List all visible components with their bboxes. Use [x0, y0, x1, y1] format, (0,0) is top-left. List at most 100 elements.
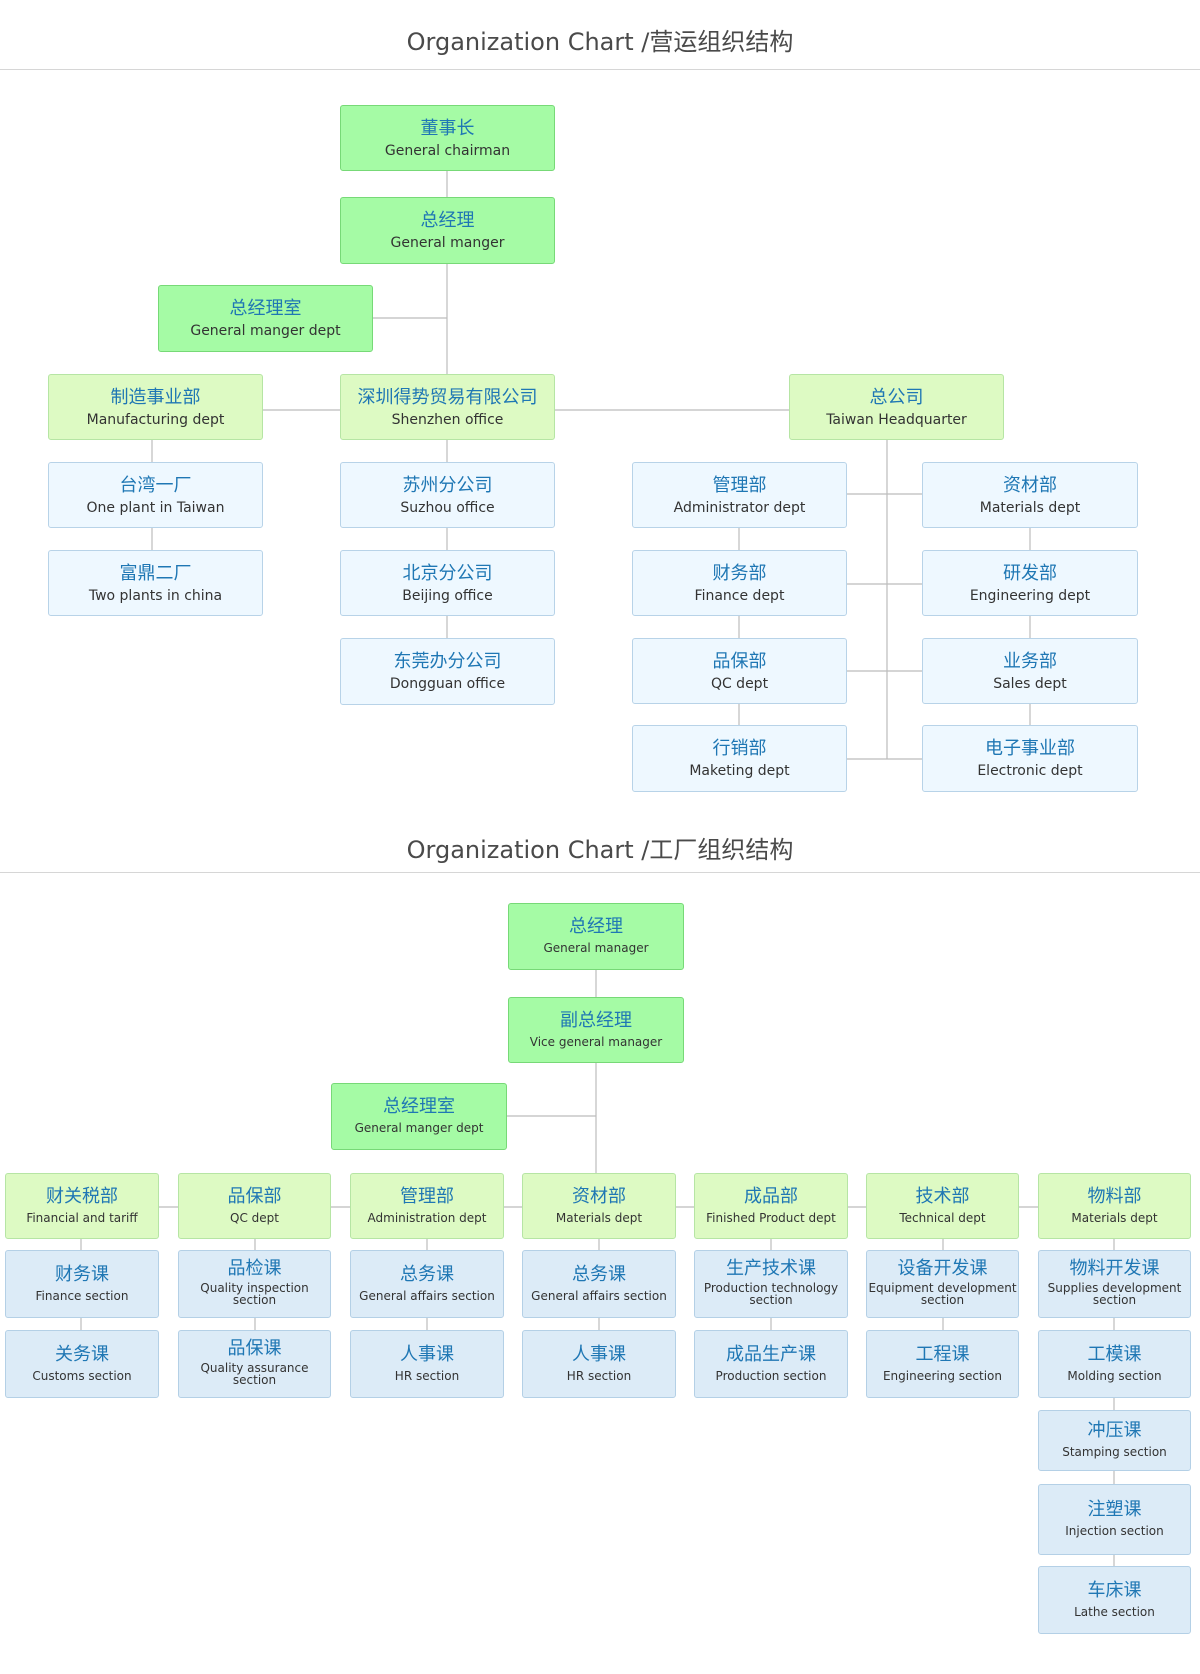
node-financial-tariff-dept: 财关税部 Financial and tariff [5, 1173, 159, 1239]
node-zh-label: 财务部 [712, 563, 767, 584]
node-en-label: General manger [390, 234, 505, 251]
factory-chart-title: Organization Chart /工厂组织结构 [406, 836, 794, 864]
node-engineering-section: 工程课 Engineering section [866, 1330, 1019, 1398]
node-zh-label: 总经理室 [229, 298, 302, 319]
node-finished-product-dept: 成品部 Finished Product dept [694, 1173, 848, 1239]
node-finance-dept: 财务部 Finance dept [632, 550, 847, 616]
node-en-label: Molding section [1067, 1368, 1162, 1383]
node-suzhou-office: 苏州分公司 Suzhou office [340, 462, 555, 528]
node-en-label: Sales dept [993, 675, 1067, 692]
node-en-label: Injection section [1065, 1523, 1164, 1538]
node-en-label: Production section [715, 1368, 827, 1383]
node-en-label: One plant in Taiwan [86, 499, 225, 516]
node-en-label: General affairs section [359, 1288, 495, 1303]
node-qc-dept: 品保部 QC dept [178, 1173, 331, 1239]
node-materials-supply-dept: 物料部 Materials dept [1038, 1173, 1191, 1239]
node-zh-label: 生产技术课 [726, 1258, 816, 1279]
node-zh-label: 苏州分公司 [402, 475, 493, 496]
node-zh-label: 人事课 [572, 1344, 626, 1365]
node-zh-label: 财务课 [55, 1264, 109, 1285]
node-zh-label: 副总经理 [560, 1010, 632, 1031]
node-zh-label: 物料部 [1087, 1186, 1142, 1207]
node-zh-label: 品保部 [227, 1186, 282, 1207]
node-en-label: Quality assurance section [200, 1360, 309, 1388]
node-lathe-section: 车床课 Lathe section [1038, 1566, 1191, 1634]
node-zh-label: 深圳得势贸易有限公司 [357, 387, 538, 408]
node-zh-label: 资材部 [572, 1186, 626, 1207]
node-zh-label: 业务部 [1003, 651, 1057, 672]
node-technical-dept: 技术部 Technical dept [866, 1173, 1019, 1239]
node-en-label: Stamping section [1062, 1444, 1167, 1459]
node-en-label: Finance section [35, 1288, 129, 1303]
node-marketing-dept: 行销部 Maketing dept [632, 725, 847, 792]
node-molding-section: 工模课 Molding section [1038, 1330, 1191, 1398]
node-en-label: Electronic dept [977, 762, 1083, 779]
node-en-label: Production technology section [703, 1280, 839, 1308]
node-equipment-development-section: 设备开发课 Equipment development section [866, 1250, 1019, 1318]
ops-chart-title: Organization Chart /营运组织结构 [406, 28, 794, 56]
node-zh-label: 成品生产课 [726, 1344, 816, 1365]
node-production-section: 成品生产课 Production section [694, 1330, 848, 1398]
node-en-label: QC dept [230, 1210, 279, 1225]
node-beijing-office: 北京分公司 Beijing office [340, 550, 555, 616]
node-zh-label: 台湾一厂 [119, 475, 192, 496]
node-zh-label: 管理部 [400, 1186, 454, 1207]
node-zh-label: 总经理 [569, 916, 623, 937]
node-en-label: Financial and tariff [26, 1210, 138, 1225]
node-dongguan-office: 东莞办分公司 Dongguan office [340, 638, 555, 705]
node-vice-general-manager: 副总经理 Vice general manager [508, 997, 684, 1063]
node-zh-label: 成品部 [744, 1186, 798, 1207]
node-en-label: Finished Product dept [706, 1210, 836, 1225]
node-sales-dept: 业务部 Sales dept [922, 638, 1138, 704]
node-en-label: General chairman [384, 142, 511, 159]
node-zh-label: 品保课 [227, 1338, 282, 1359]
node-hr-section: 人事课 HR section [522, 1330, 676, 1398]
node-zh-label: 总经理 [420, 210, 475, 231]
node-administration-dept: 管理部 Administration dept [350, 1173, 504, 1239]
node-en-label: Suzhou office [400, 499, 495, 516]
node-en-label: Vice general manager [529, 1034, 663, 1049]
node-zh-label: 冲压课 [1087, 1420, 1142, 1441]
node-hr-section: 人事课 HR section [350, 1330, 504, 1398]
node-qc-dept: 品保部 QC dept [632, 638, 847, 704]
node-quality-inspection-section: 品检课 Quality inspection section [178, 1250, 331, 1318]
node-en-label: Administration dept [367, 1210, 487, 1225]
node-zh-label: 人事课 [400, 1344, 454, 1365]
node-general-manager-dept: 总经理室 General manger dept [158, 285, 373, 352]
node-en-label: QC dept [710, 675, 769, 692]
node-zh-label: 总务课 [400, 1264, 454, 1285]
node-en-label: Supplies development section [1047, 1280, 1182, 1308]
node-en-label: Engineering dept [969, 587, 1091, 604]
node-zh-label: 总务课 [572, 1264, 626, 1285]
node-en-label: Equipment development section [868, 1280, 1017, 1308]
node-zh-label: 车床课 [1087, 1580, 1142, 1601]
node-zh-label: 品检课 [227, 1258, 282, 1279]
node-zh-label: 研发部 [1003, 563, 1057, 584]
node-shenzhen-office: 深圳得势贸易有限公司 Shenzhen office [340, 374, 555, 440]
node-en-label: Customs section [32, 1368, 132, 1383]
node-general-manager-dept: 总经理室 General manger dept [331, 1083, 507, 1150]
node-zh-label: 管理部 [712, 475, 767, 496]
node-production-technology-section: 生产技术课 Production technology section [694, 1250, 848, 1318]
node-administrator-dept: 管理部 Administrator dept [632, 462, 847, 528]
node-engineering-dept: 研发部 Engineering dept [922, 550, 1138, 616]
node-general-affairs-section: 总务课 General affairs section [350, 1250, 504, 1318]
node-zh-label: 工程课 [915, 1344, 970, 1365]
node-general-manager: 总经理 General manger [340, 197, 555, 264]
node-en-label: Taiwan Headquarter [826, 411, 967, 428]
node-en-label: General manager [543, 940, 649, 955]
node-general-chairman: 董事长 General chairman [340, 105, 555, 171]
node-zh-label: 注塑课 [1087, 1499, 1142, 1520]
node-en-label: HR section [566, 1368, 632, 1383]
node-stamping-section: 冲压课 Stamping section [1038, 1410, 1191, 1471]
node-customs-section: 关务课 Customs section [5, 1330, 159, 1398]
node-zh-label: 财关税部 [46, 1186, 118, 1207]
node-electronic-dept: 电子事业部 Electronic dept [922, 725, 1138, 792]
node-en-label: General manger dept [190, 322, 341, 339]
node-materials-dept: 资材部 Materials dept [522, 1173, 676, 1239]
node-materials-dept: 资材部 Materials dept [922, 462, 1138, 528]
node-zh-label: 物料开发课 [1069, 1258, 1160, 1279]
node-zh-label: 工模课 [1087, 1344, 1142, 1365]
node-zh-label: 技术部 [915, 1186, 970, 1207]
node-en-label: Dongguan office [389, 675, 506, 692]
